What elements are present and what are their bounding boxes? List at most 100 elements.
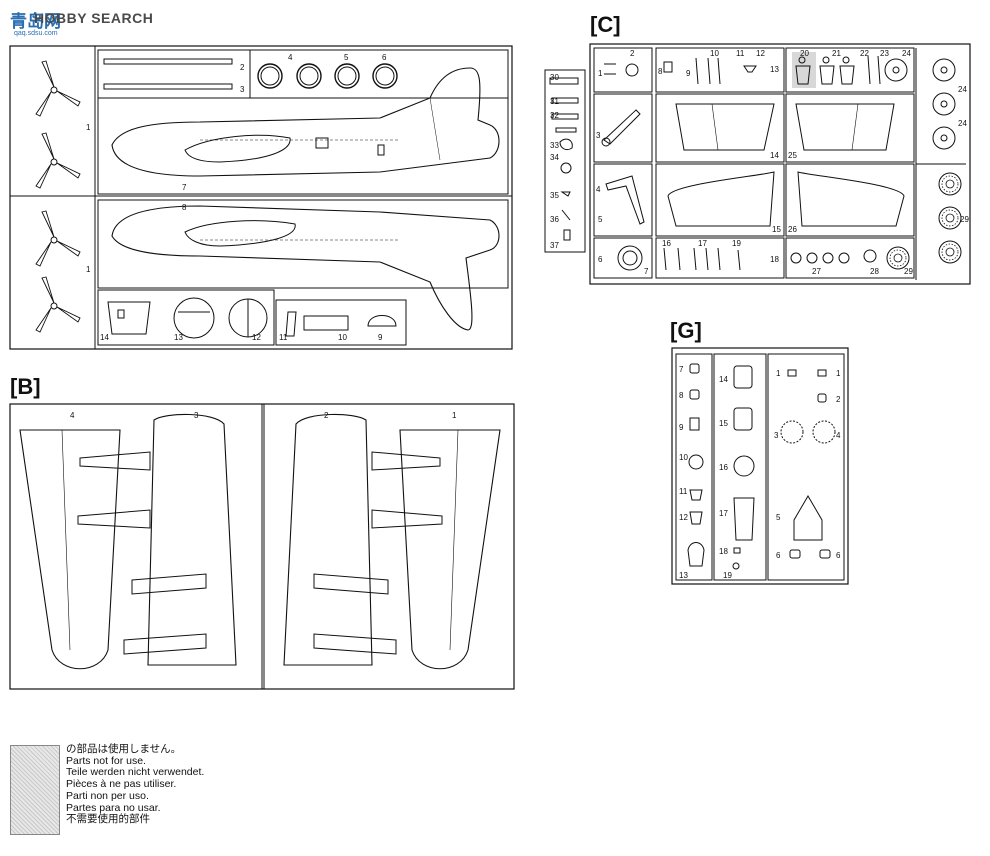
sheet-label-c: [C] — [590, 12, 621, 37]
ring-parts — [257, 63, 398, 89]
part-number: 35 — [550, 191, 559, 200]
part-number: 8 — [679, 391, 684, 400]
sheet-g-parts — [687, 363, 836, 570]
part-number: 28 — [870, 267, 879, 276]
part-number: 1 — [598, 69, 603, 78]
part-number: 29 — [904, 267, 913, 276]
legend-line: Parti non per uso. — [66, 789, 149, 802]
sheet-b-frame — [9, 403, 515, 690]
part-number: 5 — [776, 513, 781, 522]
part-number: 20 — [800, 49, 809, 58]
logo-brand-text: HOBBY SEARCH — [34, 10, 154, 26]
legend-line: Pièces à ne pas utiliser. — [66, 778, 177, 791]
part-number: 9 — [378, 333, 383, 342]
part-number: 2 — [324, 411, 329, 420]
strip-parts — [103, 58, 233, 90]
part-number: 26 — [788, 225, 797, 234]
part-number: 30 — [550, 73, 559, 82]
legend-line: Teile werden nicht verwendet. — [66, 766, 205, 779]
part-number: 12 — [252, 333, 261, 342]
legend-line: の部品は使用しません。 — [66, 743, 182, 755]
part-number: 7 — [644, 267, 649, 276]
part-number: 25 — [788, 151, 797, 160]
part-number: 13 — [770, 65, 779, 74]
part-number: 32 — [550, 111, 559, 120]
sheet-b-part-numbers: 4 3 2 1 — [70, 411, 457, 420]
part-number: 11 — [679, 487, 688, 496]
part-number: 11 — [279, 333, 288, 342]
legend-line: 不需要使用的部件 — [66, 813, 150, 826]
part-number: 31 — [550, 97, 559, 106]
legend-text: の部品は使用しません。 Parts not for use. Teile wer… — [66, 743, 205, 826]
part-number: 16 — [662, 239, 671, 248]
sheet-c-part-numbers: 2 1 8 9 10 11 12 13 20 21 22 23 24 24 24… — [550, 49, 969, 276]
part-number: 18 — [770, 255, 779, 264]
sheet-label-g: [G] — [670, 318, 702, 343]
part-number: 1 — [452, 411, 457, 420]
part-number: 12 — [756, 49, 765, 58]
part-number: 19 — [723, 571, 732, 580]
not-used-swatch — [10, 745, 60, 835]
part-number: 29 — [960, 215, 969, 224]
part-number: 8 — [658, 67, 663, 76]
part-number: 4 — [288, 53, 293, 62]
sheet-c-frame — [544, 43, 971, 285]
fuselage-half-lower — [111, 205, 500, 331]
part-number: 24 — [902, 49, 911, 58]
part-number: 7 — [182, 183, 187, 192]
part-number: 2 — [836, 395, 841, 404]
part-number: 13 — [174, 333, 183, 342]
part-number: 8 — [182, 203, 187, 212]
part-number: 10 — [710, 49, 719, 58]
part-number: 3 — [194, 411, 199, 420]
wing-left-half — [19, 413, 237, 670]
part-number: 3 — [596, 131, 601, 140]
part-number: 23 — [880, 49, 889, 58]
part-number: 6 — [776, 551, 781, 560]
sheet-a-part-numbers: 1 2 3 4 5 6 7 8 1 14 13 12 11 10 9 — [86, 53, 387, 342]
part-number: 6 — [598, 255, 603, 264]
hobby-search-logo: 青岛网 HOBBY SEARCH qaq.sdsu.com — [6, 4, 166, 37]
part-number: 13 — [679, 571, 688, 580]
part-number: 15 — [772, 225, 781, 234]
part-number: 3 — [240, 85, 245, 94]
part-number: 14 — [770, 151, 779, 160]
part-number: 4 — [836, 431, 841, 440]
part-number: 16 — [719, 463, 728, 472]
fuselage-half-upper — [111, 67, 500, 177]
part-number: 11 — [736, 49, 745, 58]
part-number: 9 — [679, 423, 684, 432]
part-number: 1 — [86, 123, 91, 132]
part-number: 34 — [550, 153, 559, 162]
part-number: 2 — [240, 63, 245, 72]
part-number: 10 — [679, 453, 688, 462]
part-number: 4 — [596, 185, 601, 194]
part-number: 5 — [344, 53, 349, 62]
part-number: 14 — [719, 375, 728, 384]
part-number: 15 — [719, 419, 728, 428]
part-number: 22 — [860, 49, 869, 58]
part-number: 7 — [679, 365, 684, 374]
part-number: 2 — [630, 49, 635, 58]
sheet-label-b: [B] — [10, 374, 41, 399]
part-number: 21 — [832, 49, 841, 58]
part-number: 1 — [86, 265, 91, 274]
logo-url-text: qaq.sdsu.com — [14, 30, 58, 37]
sheet-c-parts — [549, 52, 962, 271]
part-number: 33 — [550, 141, 559, 150]
part-number: 10 — [338, 333, 347, 342]
part-number: 24 — [958, 119, 967, 128]
part-number: 14 — [100, 333, 109, 342]
wing-right-half — [283, 413, 501, 670]
part-number: 17 — [719, 509, 728, 518]
part-number: 17 — [698, 239, 707, 248]
sheet-g-part-numbers: 7 8 9 10 11 12 13 14 15 16 17 18 19 1 1 … — [679, 365, 841, 580]
part-number: 6 — [836, 551, 841, 560]
part-number: 18 — [719, 547, 728, 556]
sheet-a-frame — [9, 45, 513, 350]
part-number: 24 — [958, 85, 967, 94]
part-number: 1 — [776, 369, 781, 378]
part-number: 4 — [70, 411, 75, 420]
part-number: 19 — [732, 239, 741, 248]
sheet-g-frame — [671, 347, 849, 585]
